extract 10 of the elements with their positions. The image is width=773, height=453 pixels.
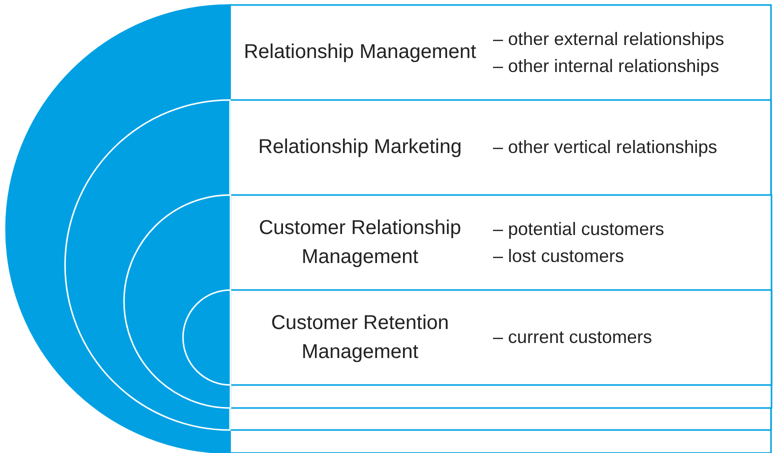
list-item: – current customers	[493, 326, 652, 349]
list-item: – other external relationships	[493, 28, 724, 51]
list-item: – other internal relationships	[493, 54, 720, 78]
segment-title: Relationship Management	[244, 40, 476, 65]
segment-title: Relationship Marketing	[258, 135, 462, 160]
list-item: – lost customers	[493, 244, 626, 268]
segment-title: Customer Retention Management	[270, 310, 450, 364]
list-item: – other vertical relationships	[493, 136, 718, 159]
segment-title: Customer Relationship Management	[258, 216, 462, 270]
list-item: – potential customers	[493, 218, 664, 241]
